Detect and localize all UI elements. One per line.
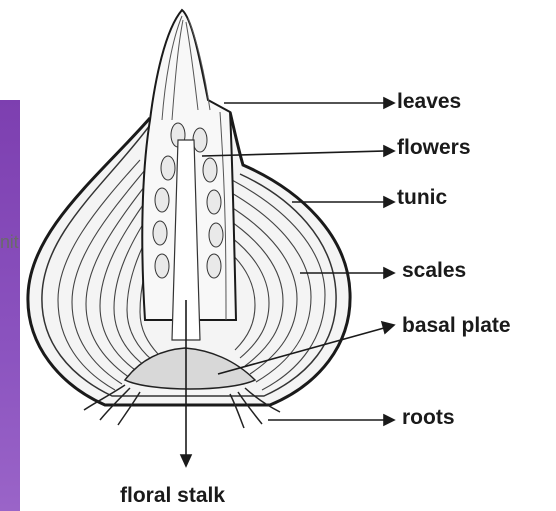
label-floral-stalk: floral stalk — [120, 485, 225, 506]
arrowhead-basal-plate — [382, 322, 394, 333]
label-tunic: tunic — [397, 187, 447, 208]
label-roots: roots — [402, 407, 455, 428]
arrowhead-flowers — [384, 146, 394, 156]
label-leaves: leaves — [397, 91, 461, 112]
label-scales: scales — [402, 260, 466, 281]
arrowhead-scales — [384, 268, 394, 278]
label-basal-plate: basal plate — [402, 315, 511, 336]
label-flowers: flowers — [397, 137, 471, 158]
arrowhead-leaves — [384, 98, 394, 108]
arrowhead-roots — [384, 415, 394, 425]
arrowhead-floral-stalk — [181, 455, 191, 466]
arrowhead-tunic — [384, 197, 394, 207]
